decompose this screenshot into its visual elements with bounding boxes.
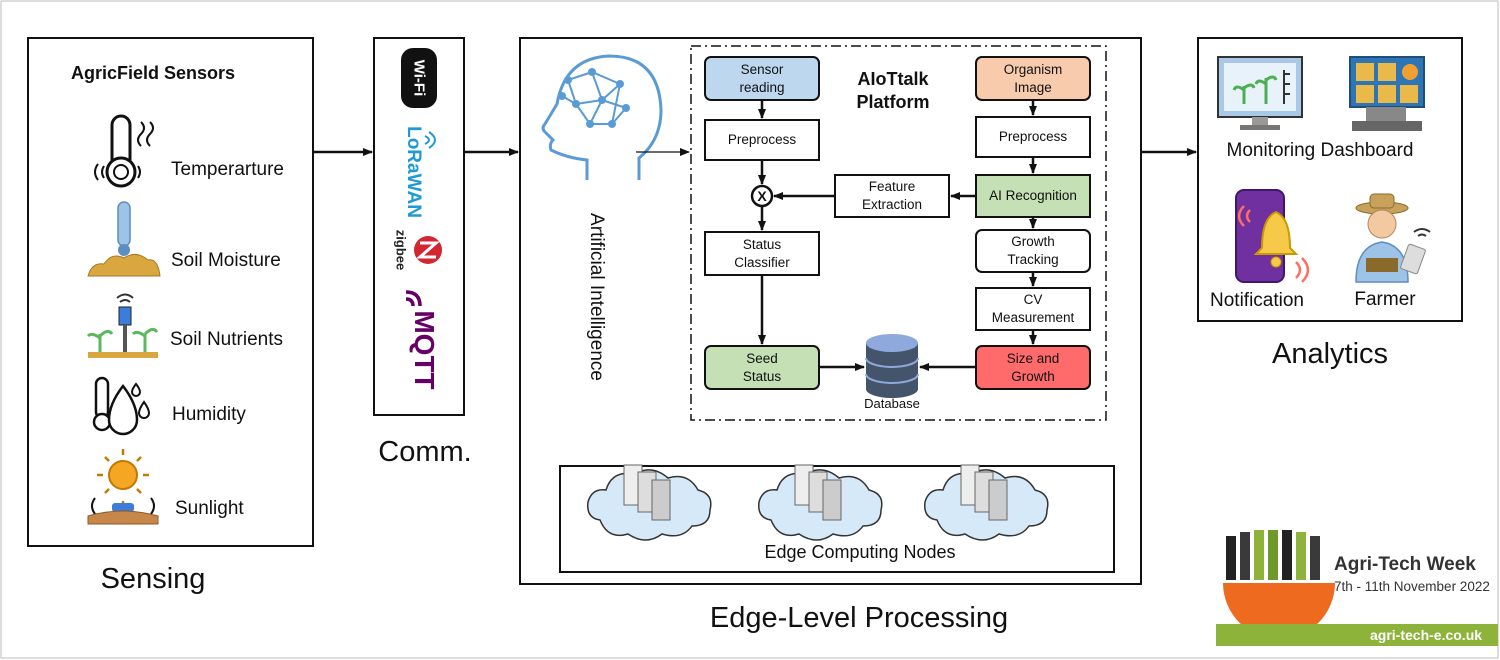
cv-measurement-node: CV Measurement (976, 288, 1090, 330)
feature-extraction-line1: Feature (868, 179, 916, 194)
preprocess-right-node: Preprocess (976, 117, 1090, 157)
combine-symbol: X (757, 188, 767, 204)
feature-extraction-line2: Extraction (861, 197, 923, 212)
ai-label: Artificial Intelligence (586, 213, 607, 381)
zigbee-logo (414, 236, 442, 264)
wifi-icon (401, 48, 437, 108)
soil-moisture-icon (87, 201, 161, 277)
agri-tech-week-logo (1216, 530, 1498, 646)
lorawan-label: LoRaWAN (403, 126, 424, 218)
size-growth-line2: Growth (1011, 368, 1055, 384)
seed-status-line2: Status (742, 368, 782, 384)
humidity-icon (92, 376, 151, 436)
organism-image-line2: Image (1014, 79, 1052, 95)
sensor-label-sunlight: Sunlight (175, 498, 244, 519)
sensor-label-soil-moisture: Soil Moisture (171, 250, 281, 271)
growth-tracking-line2: Tracking (1007, 252, 1059, 267)
organism-image-line1: Organism (1003, 61, 1063, 77)
growth-tracking-line1: Growth (1011, 234, 1055, 249)
thermometer-icon (94, 114, 154, 188)
ai-head-icon (541, 54, 663, 180)
lorawan-logo (424, 131, 436, 149)
edge-nodes-label: Edge Computing Nodes (764, 542, 956, 562)
sensor-label-soil-nutrients: Soil Nutrients (170, 329, 283, 350)
soil-nutrient-sensor-icon (86, 293, 159, 358)
mqtt-label: MQTT (409, 310, 440, 390)
platform-title-line2: Platform (856, 92, 930, 112)
edge-caption: Edge-Level Processing (709, 602, 1009, 634)
status-classifier-line1: Status (742, 236, 782, 252)
cv-measurement-line1: CV (1023, 292, 1043, 307)
logo-name: Agri-Tech Week (1334, 554, 1476, 575)
farmer-icon (1355, 193, 1431, 283)
status-classifier-line2: Classifier (734, 254, 790, 270)
sensor-reading-line1: Sensor (740, 61, 784, 77)
size-growth-line1: Size and (1006, 350, 1060, 366)
edge-node-cloud (587, 464, 712, 541)
database-icon (865, 334, 919, 398)
aiottalk-platform-boundary (690, 45, 1107, 421)
cv-measurement-line2: Measurement (991, 310, 1075, 325)
mqtt-logo (405, 290, 422, 307)
monitor-plant-icon (1217, 56, 1303, 130)
comm-caption: Comm. (378, 436, 472, 468)
sensor-reading-node: Sensor reading (705, 57, 819, 100)
logo-dates: 7th - 11th November 2022 (1334, 579, 1490, 594)
database-label: Database (864, 396, 920, 411)
monitoring-dashboard-label: Monitoring Dashboard (1226, 140, 1414, 161)
dashboard-charts-icon (1349, 56, 1425, 131)
sensing-title: AgricField Sensors (70, 63, 236, 83)
farmer-label: Farmer (1354, 289, 1416, 310)
platform-title-line1: AIoTtalk (857, 69, 929, 89)
edge-node-cloud (924, 464, 1049, 541)
ai-recognition-label: AI Recognition (989, 188, 1077, 203)
connector-arrows (313, 100, 1197, 371)
sensor-label-temperature: Temperarture (171, 159, 284, 180)
notification-bell-icon (1235, 189, 1310, 283)
feature-extraction-box (834, 174, 950, 218)
logo-url: agri-tech-e.co.uk (1370, 627, 1483, 643)
ai-recognition-node: AI Recognition (976, 175, 1090, 217)
analytics-caption: Analytics (1271, 338, 1389, 370)
preprocess-left-label: Preprocess (727, 132, 797, 147)
sensing-caption: Sensing (100, 563, 206, 595)
notification-label: Notification (1210, 290, 1304, 311)
wifi-label: Wi-Fi (410, 59, 428, 97)
sensor-label-humidity: Humidity (172, 404, 246, 425)
sensing-panel (27, 37, 314, 547)
sensor-reading-line2: reading (739, 79, 785, 95)
cv-measurement-box (975, 287, 1091, 331)
zigbee-label: zigbee (393, 229, 409, 271)
edge-node-cloud (758, 464, 883, 541)
sunlight-icon (87, 449, 159, 525)
preprocess-right-box (975, 116, 1091, 158)
seed-status-line1: Seed (746, 350, 778, 366)
preprocess-right-label: Preprocess (998, 129, 1068, 144)
preprocess-left-node: Preprocess (705, 120, 819, 160)
